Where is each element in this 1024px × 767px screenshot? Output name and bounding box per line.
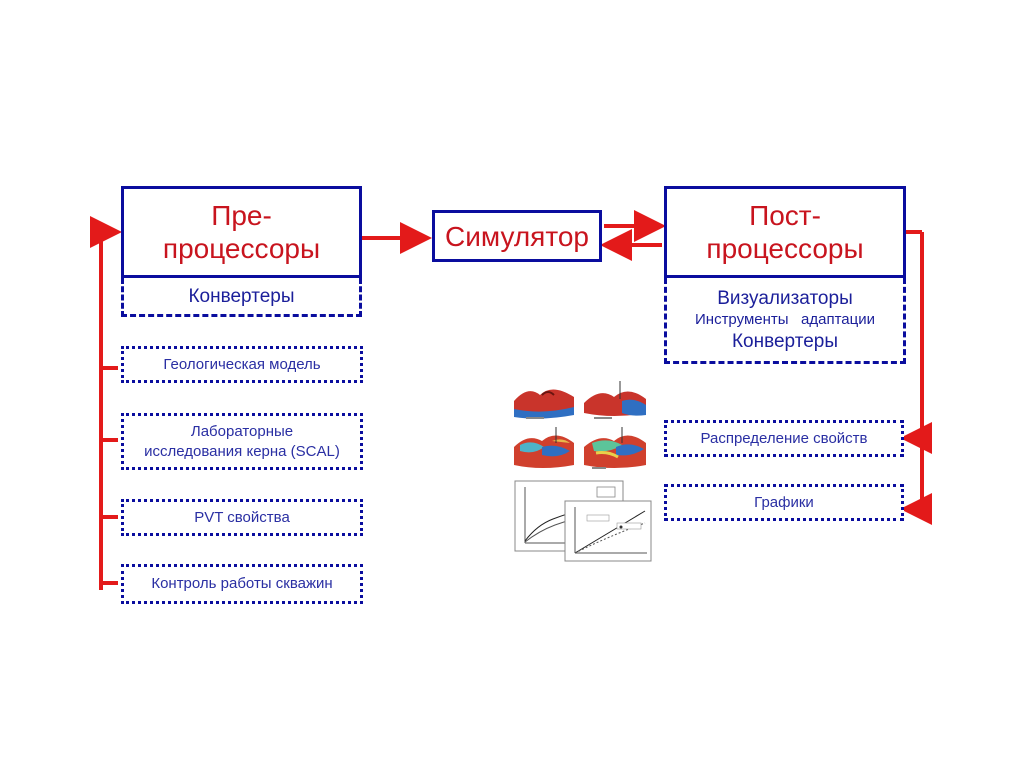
preprocessors-converters: Конвертеры [188,285,295,307]
output-label: Графики [754,493,814,511]
input-label: исследования керна (SCAL) [144,442,340,460]
input-label: Геологическая модель [163,355,321,373]
input-well-control: Контроль работы скважин [121,564,363,604]
preprocessors-title-2: процессоры [162,233,321,264]
postprocessors-title-2: процессоры [706,233,864,264]
simulator-box: Симулятор [432,210,602,262]
input-pvt: PVT свойства [121,499,363,536]
postprocessors-sub-box: Визуализаторы Инструменты адаптации Конв… [664,278,906,364]
input-scal: Лабораторные исследования керна (SCAL) [121,413,363,470]
output-plots: Графики [664,484,904,521]
postprocessors-visualizers: Визуализаторы [717,287,853,309]
reservoir-model-thumbnails-icon [512,379,648,471]
postprocessors-box: Пост- процессоры [664,186,906,278]
preprocessors-box: Пре- процессоры [121,186,362,278]
input-label: Контроль работы скважин [151,575,333,592]
input-label: PVT свойства [194,508,290,526]
input-label: Лабораторные [190,422,294,440]
preprocessors-title-1: Пре- [211,200,272,231]
simulator-label: Симулятор [445,220,589,252]
output-property-distribution: Распределение свойств [664,420,904,457]
output-label: Распределение свойств [700,429,868,447]
postprocessors-title-1: Пост- [749,200,821,231]
postprocessors-converters: Конвертеры [731,330,838,352]
preprocessors-sub-box: Конвертеры [121,278,362,317]
postprocessors-adaptation-tools: Инструменты адаптации [695,310,875,328]
production-plot-thumbnails-icon [514,480,652,562]
input-geological-model: Геологическая модель [121,346,363,383]
